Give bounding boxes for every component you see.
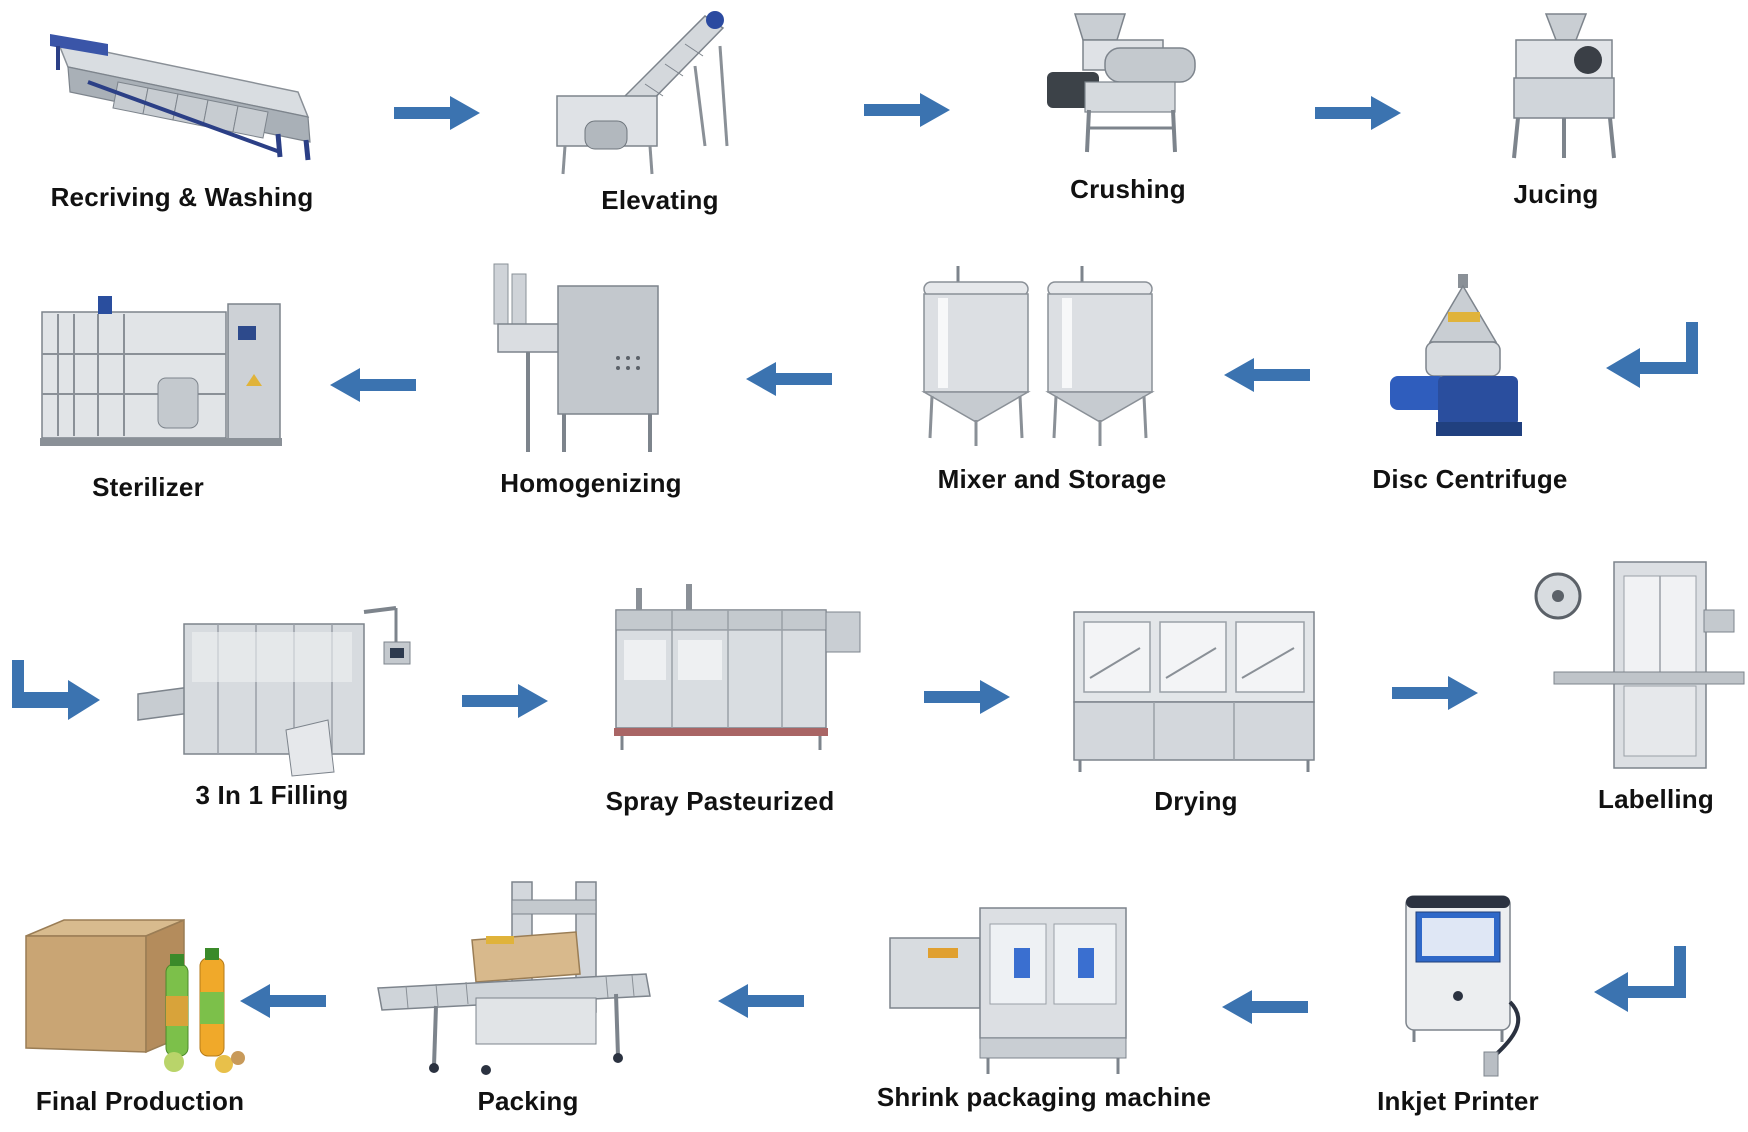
flow-arrow-left	[746, 362, 832, 396]
step-label: Homogenizing	[500, 468, 682, 498]
step-label: Jucing	[1513, 179, 1599, 209]
step-label: Shrink packaging machine	[876, 1082, 1212, 1112]
washing-machine-icon	[48, 22, 318, 162]
step-label: Spray Pasteurized	[605, 786, 835, 816]
centrifuge-icon	[1388, 272, 1538, 442]
step-label: Elevating	[601, 185, 719, 215]
step-label: Drying	[1154, 786, 1238, 816]
step-label: Packing	[477, 1086, 579, 1116]
flow-arrow-left	[1224, 358, 1310, 392]
flow-arrow-corner-down-left	[1606, 322, 1700, 390]
step-label: Sterilizer	[92, 472, 204, 502]
filling-machine-icon	[137, 602, 411, 778]
flow-arrow-right	[462, 684, 548, 718]
flow-arrow-left	[718, 984, 804, 1018]
step-label: Recriving & Washing	[50, 182, 314, 212]
flow-arrow-right	[864, 93, 950, 127]
step-label: Crushing	[1070, 174, 1186, 204]
dryer-icon	[1070, 608, 1318, 774]
flow-arrow-corner-down-left	[1594, 946, 1688, 1014]
carton-box-bottles-icon	[24, 918, 248, 1074]
juicer-icon	[1496, 12, 1632, 162]
flow-arrow-right	[1315, 96, 1401, 130]
step-label: 3 In 1 Filling	[195, 780, 349, 810]
step-label: Labelling	[1598, 784, 1714, 814]
step-label: Mixer and Storage	[937, 464, 1167, 494]
tanks-icon	[918, 262, 1164, 452]
shrink-wrapper-icon	[888, 898, 1134, 1078]
elevator-conveyor-icon	[555, 6, 740, 176]
flow-arrow-right	[394, 96, 480, 130]
crusher-icon	[1045, 10, 1205, 156]
flow-arrow-corner-down-right	[12, 660, 100, 720]
sterilizer-icon	[38, 294, 286, 456]
flow-arrow-left	[240, 984, 326, 1018]
flow-arrow-right	[924, 680, 1010, 714]
flow-arrow-left	[1222, 990, 1308, 1024]
pasteurizer-tunnel-icon	[612, 582, 862, 752]
flow-arrow-left	[330, 368, 416, 402]
step-label: Disc Centrifuge	[1372, 464, 1568, 494]
carton-sealer-icon	[376, 880, 652, 1076]
flow-arrow-right	[1392, 676, 1478, 710]
step-label: Inkjet Printer	[1377, 1086, 1539, 1116]
step-label: Final Production	[35, 1086, 245, 1116]
homogenizer-icon	[488, 262, 664, 454]
inkjet-printer-icon	[1390, 892, 1530, 1078]
labeller-icon	[1534, 560, 1746, 774]
